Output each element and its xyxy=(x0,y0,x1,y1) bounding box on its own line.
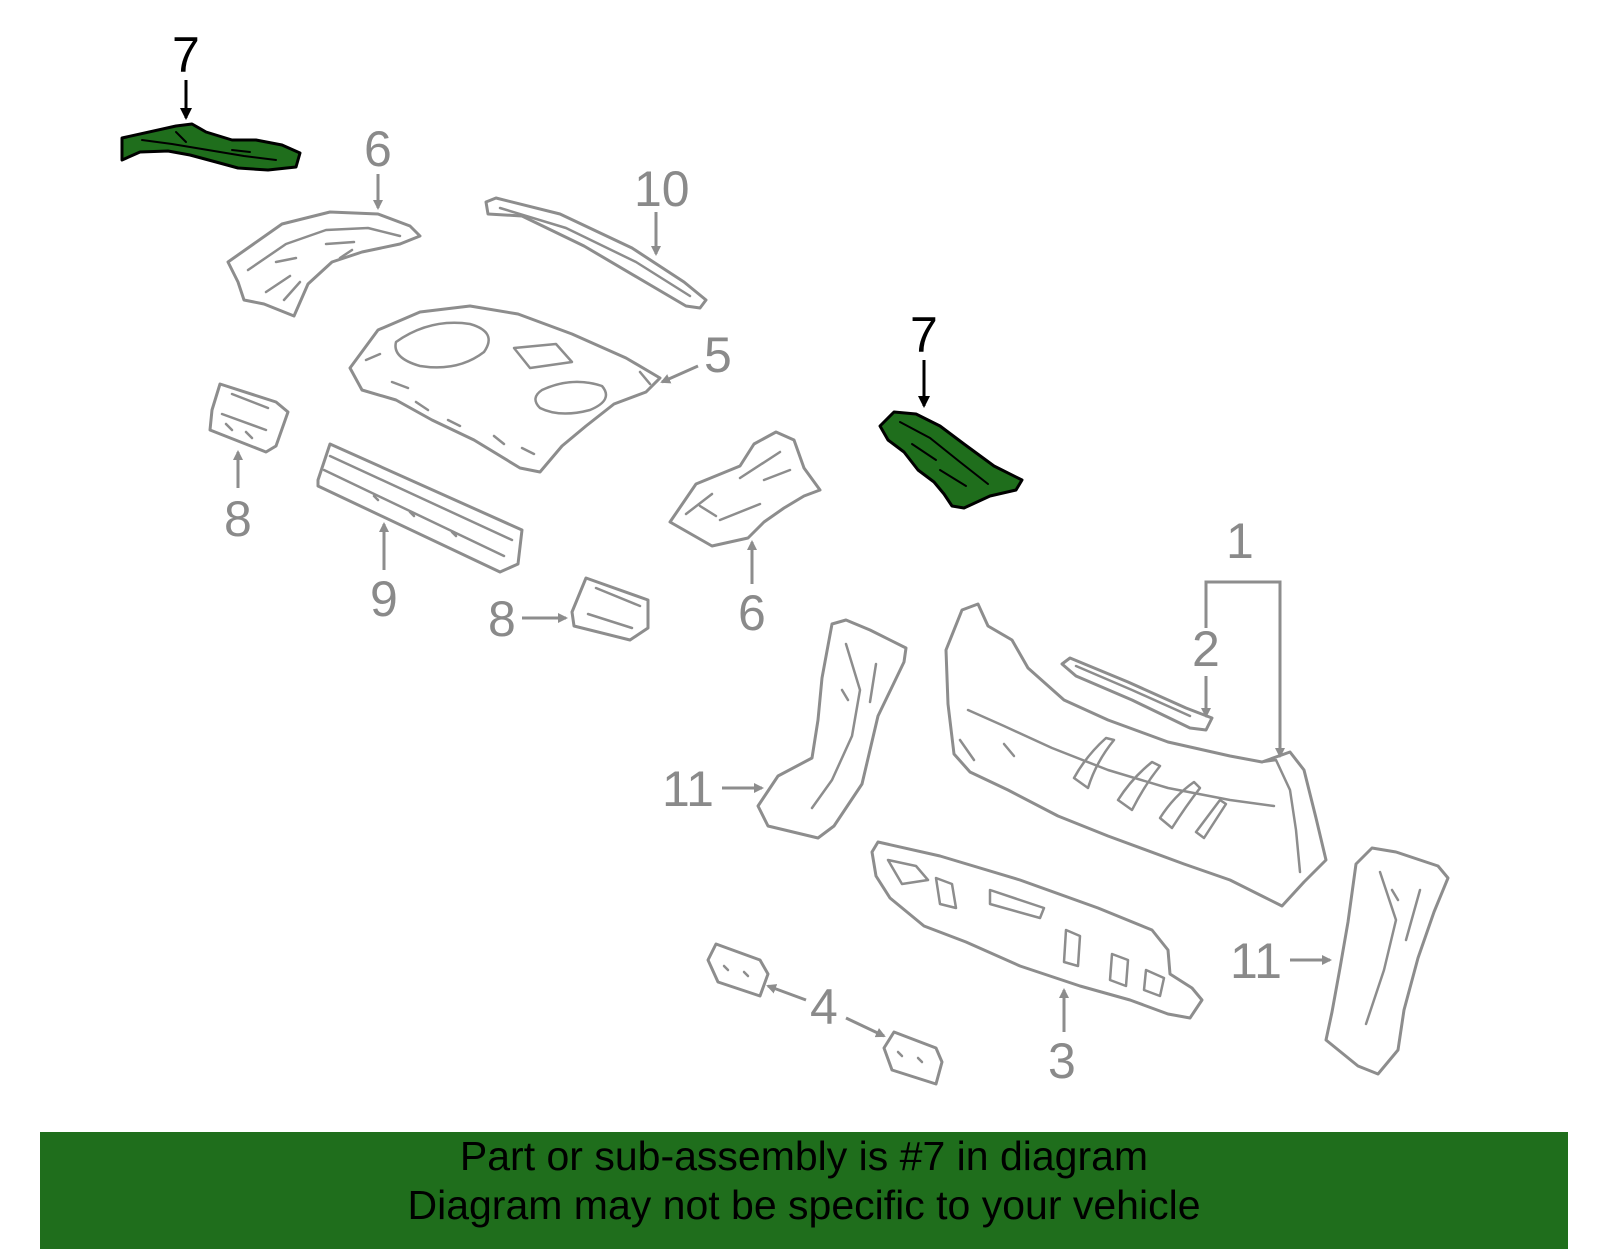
part-4-pad-upper[interactable] xyxy=(706,942,770,998)
callout-8-right: 8 xyxy=(488,591,516,647)
part-8-left[interactable] xyxy=(208,382,290,454)
part-5-shelf[interactable] xyxy=(348,304,662,474)
callout-10: 10 xyxy=(634,161,690,217)
part-11-right[interactable] xyxy=(1324,846,1450,1076)
part-11-left[interactable] xyxy=(756,618,908,840)
banner-line-1: Part or sub-assembly is #7 in diagram xyxy=(459,1133,1149,1179)
part-4-pad-lower[interactable] xyxy=(882,1030,944,1086)
banner-line-2: Diagram may not be specific to your vehi… xyxy=(407,1182,1201,1228)
notice-banner: Part or sub-assembly is #7 in diagram Di… xyxy=(40,1132,1568,1249)
callout-7-middle: 7 xyxy=(910,307,938,363)
part-3-reinforcement[interactable] xyxy=(870,840,1204,1020)
callout-4: 4 xyxy=(810,979,838,1035)
part-7-middle[interactable] xyxy=(878,410,1024,510)
part-7-left[interactable] xyxy=(120,122,302,172)
part-9-crossmember[interactable] xyxy=(316,442,524,574)
callout-6-lower: 6 xyxy=(738,585,766,641)
part-1-rear-panel[interactable] xyxy=(944,602,1328,908)
callout-3: 3 xyxy=(1048,1033,1076,1089)
part-8-right[interactable] xyxy=(570,576,650,642)
callout-6-upper: 6 xyxy=(364,121,392,177)
callout-11-right: 11 xyxy=(1230,933,1282,989)
leader-bracket-1-2 xyxy=(1204,580,1285,758)
part-6-lower[interactable] xyxy=(668,430,822,548)
callout-5: 5 xyxy=(704,327,732,383)
part-6-upper[interactable] xyxy=(226,210,422,318)
leader-4-lower xyxy=(845,1016,886,1038)
leader-4-upper xyxy=(766,984,807,1002)
callout-11-left: 11 xyxy=(662,761,714,817)
part-2-strip[interactable] xyxy=(1060,656,1214,732)
leader-5 xyxy=(660,364,699,384)
part-10-rail[interactable] xyxy=(484,196,708,310)
callout-7-left: 7 xyxy=(172,27,200,83)
callout-2: 2 xyxy=(1192,621,1220,677)
callout-1: 1 xyxy=(1226,513,1254,569)
callout-8-left: 8 xyxy=(224,491,252,547)
callout-9: 9 xyxy=(370,571,398,627)
